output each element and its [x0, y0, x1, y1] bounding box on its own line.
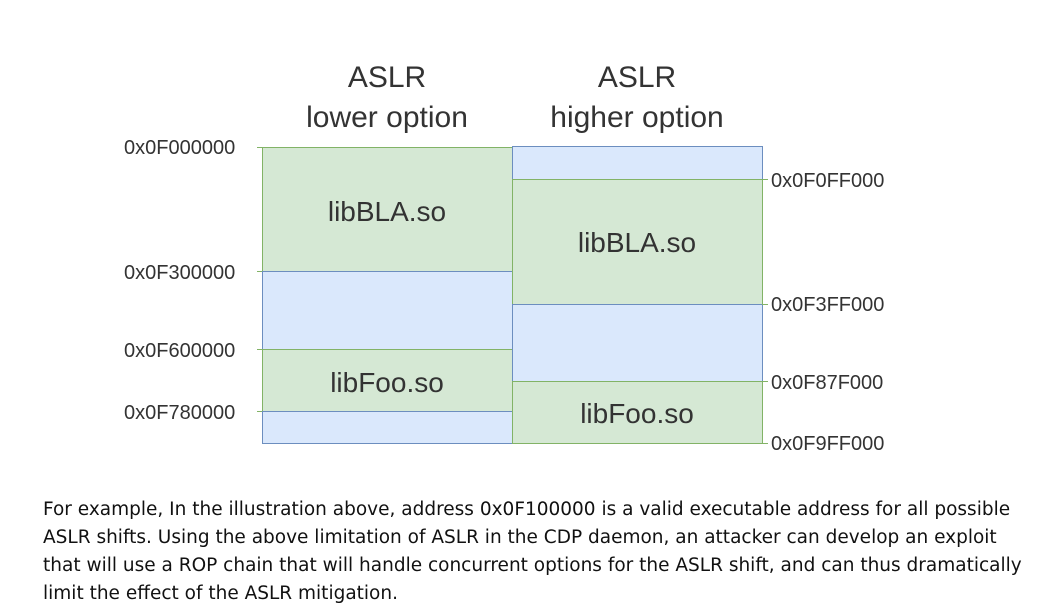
higher-option-header-line2: higher option [550, 101, 724, 134]
right-address-1: 0x0F3FF000 [771, 294, 885, 316]
lower-libfoo-block [262, 349, 513, 412]
higher-gap-block-1 [512, 146, 763, 180]
left-address-0: 0x0F000000 [124, 137, 236, 159]
caption-paragraph: For example, In the illustration above, … [43, 499, 1022, 604]
higher-option-header-line1: ASLR [597, 61, 677, 94]
higher-gap-block-2 [512, 304, 763, 382]
left-address-1: 0x0F300000 [124, 262, 236, 284]
left-address-2: 0x0F600000 [124, 340, 236, 362]
right-address-1-leader [762, 304, 768, 305]
left-address-1-leader [257, 271, 263, 272]
higher-libfoo-block [512, 381, 763, 444]
right-address-0: 0x0F0FF000 [771, 170, 885, 192]
lower-option-header-line1: ASLR [347, 61, 427, 94]
lower-libbla-label: libBLA.so [327, 196, 447, 227]
higher-libfoo-label: libFoo.so [580, 398, 694, 429]
lower-option-header: ASLR lower option [262, 58, 512, 138]
lower-gap-block-2 [262, 411, 513, 444]
right-address-3: 0x0F9FF000 [771, 433, 885, 455]
right-address-0-leader [762, 179, 768, 180]
left-address-3-leader [257, 411, 263, 412]
right-address-2-leader [762, 381, 768, 382]
left-address-0-leader [257, 147, 263, 148]
right-address-2: 0x0F87F000 [771, 372, 884, 394]
lower-option-header-line2: lower option [306, 101, 468, 134]
right-address-3-leader [762, 443, 768, 444]
left-address-3: 0x0F780000 [124, 402, 236, 424]
higher-libbla-label: libBLA.so [577, 227, 697, 258]
lower-gap-block-1 [262, 271, 513, 350]
higher-option-header: ASLR higher option [512, 58, 762, 138]
left-address-2-leader [257, 349, 263, 350]
lower-libfoo-label: libFoo.so [330, 367, 444, 398]
